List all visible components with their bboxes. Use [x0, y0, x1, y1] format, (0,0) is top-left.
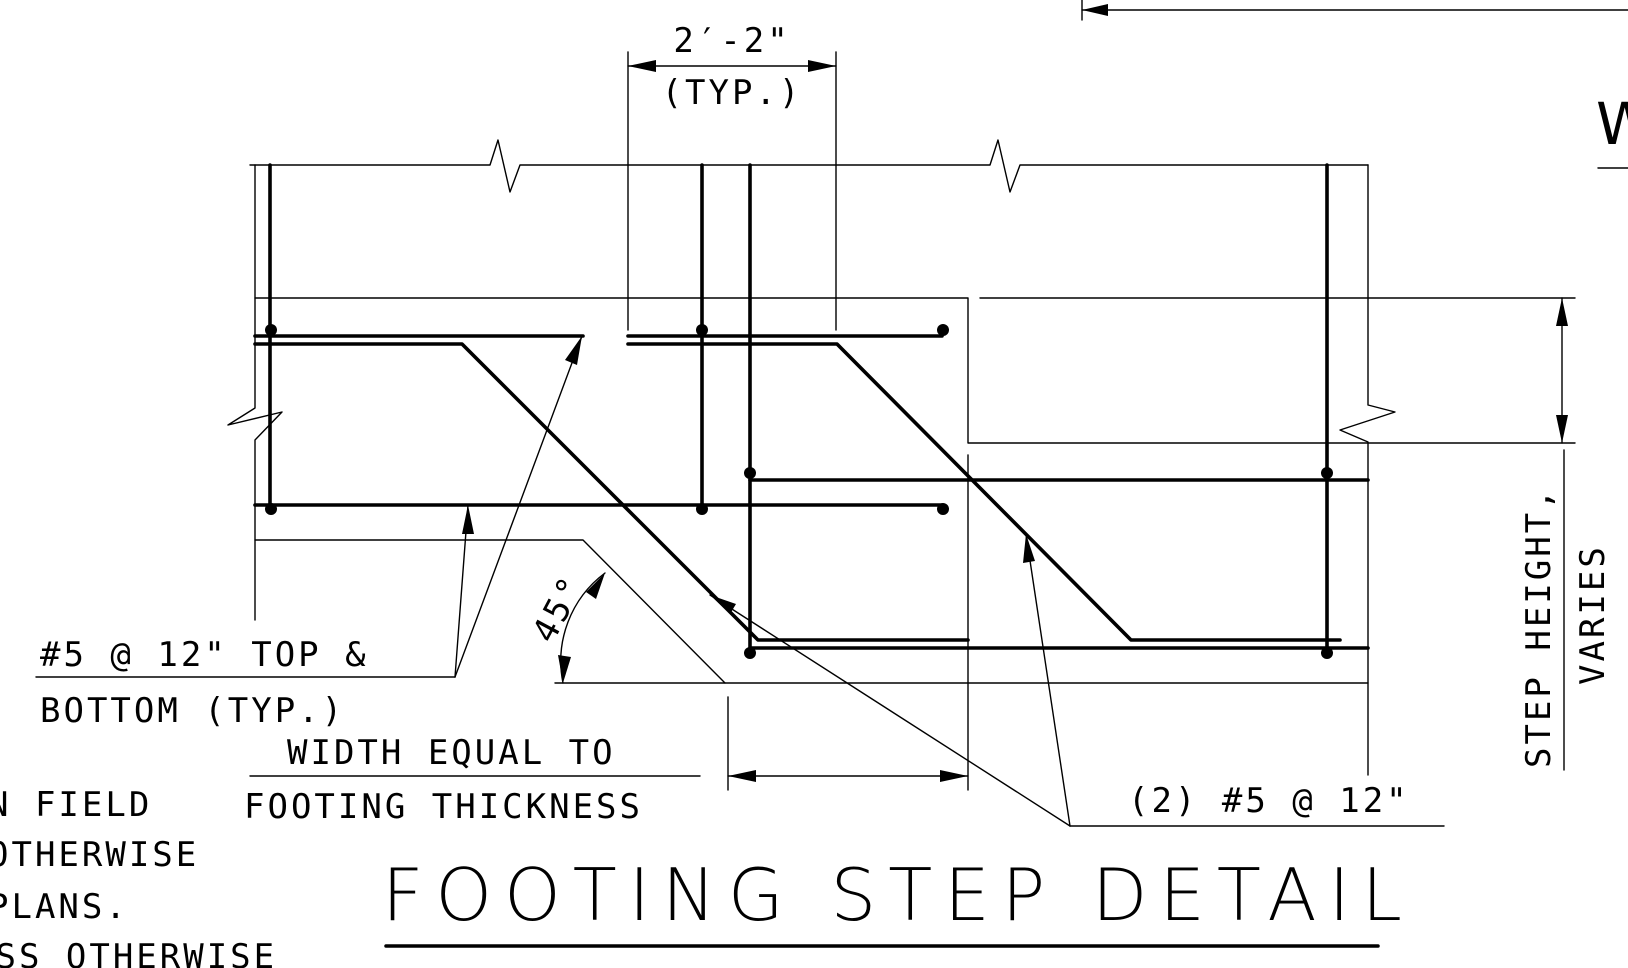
left-note-line4: ESS OTHERWISE [0, 937, 277, 968]
width-label-line2: FOOTING THICKNESS [244, 787, 643, 827]
bar-dots [265, 324, 1333, 659]
bent-bar-left [253, 342, 970, 642]
top-bottom-label-line1: #5 @ 12" TOP & [40, 635, 369, 675]
top-bottom-label-line2: BOTTOM (TYP.) [40, 691, 345, 731]
top-bottom-bars-callout: #5 @ 12" TOP & BOTTOM (TYP.) [35, 335, 583, 731]
page-title: FOOTING STEP DETAIL [382, 853, 1414, 937]
diagonal-bars-label: (2) #5 @ 12" [1128, 781, 1410, 821]
step-height-varies-label: VARIES [1573, 544, 1613, 685]
cropped-edge-letter: W [1596, 90, 1628, 158]
step-height-dimension: STEP HEIGHT, VARIES [1519, 297, 1613, 771]
bar-spacing-typ-label: (TYP.) [662, 73, 803, 113]
angle-dimension: 45° [525, 568, 726, 684]
diagonal-bars-callout: (2) #5 @ 12" [709, 533, 1445, 827]
left-note-line3: PLANS. [0, 887, 129, 927]
concrete-outline [227, 139, 1576, 776]
width-label-line1: WIDTH EQUAL TO [287, 733, 616, 773]
right-wall-break-line [1339, 164, 1396, 776]
step-height-label: STEP HEIGHT, [1519, 486, 1559, 768]
left-note-line2: OTHERWISE [0, 835, 199, 875]
rebar [253, 163, 1370, 659]
spacing-dimension: 2′-2" (TYP.) [627, 21, 837, 331]
angle-label: 45° [525, 568, 593, 649]
upper-footing-top-step [254, 297, 1369, 444]
bent-bar-right [626, 342, 1342, 642]
left-wall-break-line [227, 164, 283, 621]
cropped-top-right: W [1081, 0, 1628, 169]
bar-spacing-label: 2′-2" [673, 21, 790, 61]
left-note-line1: N FIELD [0, 785, 152, 825]
width-dimension: WIDTH EQUAL TO FOOTING THICKNESS [244, 454, 969, 827]
footing-bottom-step [254, 539, 1369, 684]
general-notes-cropped: N FIELD OTHERWISE PLANS. ESS OTHERWISE [0, 785, 277, 968]
top-break-line [249, 139, 1369, 193]
